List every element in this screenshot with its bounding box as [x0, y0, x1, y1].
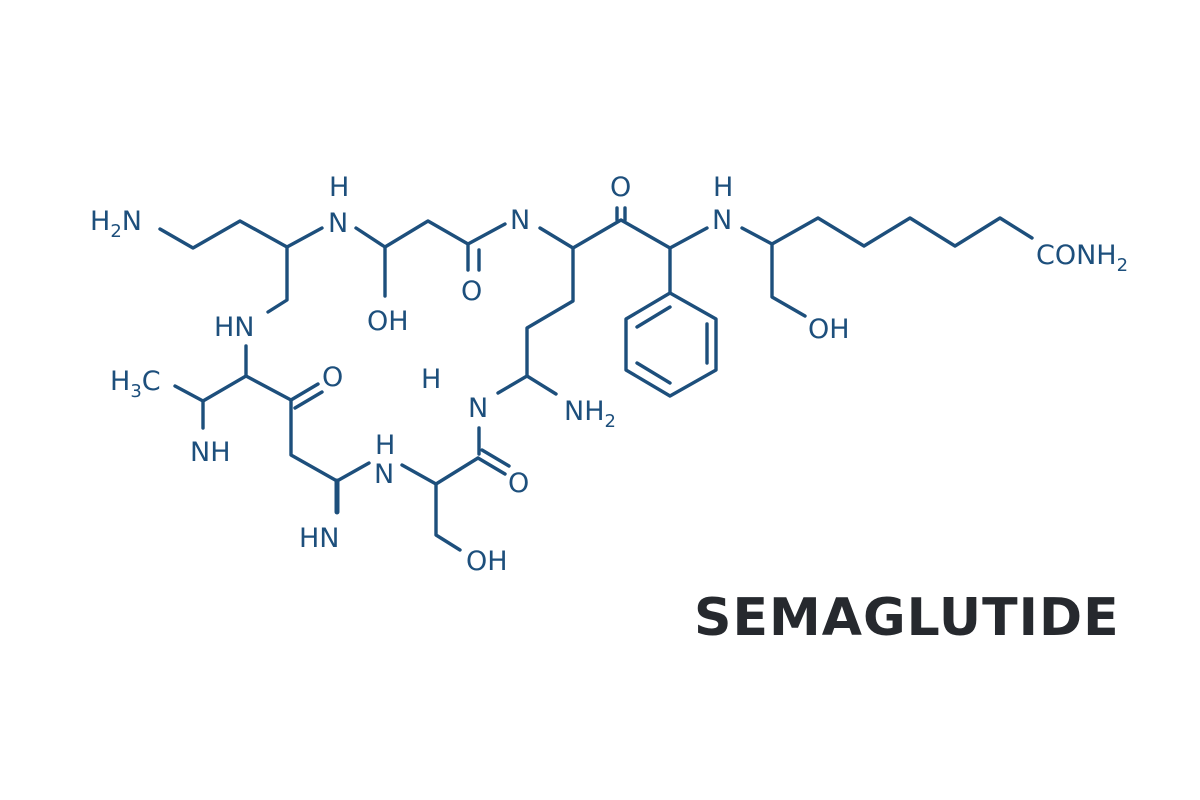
- label-o-amide1: O: [461, 276, 482, 307]
- bonds: [158, 206, 1034, 552]
- label-o-ketone-top: O: [610, 172, 631, 203]
- label-h-bottom: H: [375, 430, 395, 461]
- bond-branch-oh-right: [770, 242, 807, 318]
- atom-labels: H2N N H OH O N O N H CONH2 OH HN H3C O N…: [90, 172, 1128, 577]
- compound-name-title: SEMAGLUTIDE: [694, 588, 1120, 648]
- label-oh-bottom: OH: [466, 546, 508, 577]
- label-n-top3: N: [712, 205, 732, 236]
- bond-left-down: [289, 398, 371, 483]
- phenyl-ring: [624, 291, 718, 398]
- bond-amidine: [496, 374, 558, 396]
- label-h-mid: H: [421, 364, 441, 395]
- label-n-top2: N: [510, 205, 530, 236]
- label-n-mid: N: [468, 393, 488, 424]
- label-oh-right: OH: [808, 314, 850, 345]
- label-h3c: H3C: [110, 366, 161, 402]
- bond-ketone-left-a: [289, 382, 320, 402]
- phenyl-inner-3: [635, 361, 672, 385]
- bond-sidechain-center: [525, 246, 575, 378]
- label-conh2: CONH2: [1036, 240, 1128, 276]
- phenyl-inner-1: [635, 305, 672, 329]
- bond-chain-left: [158, 219, 324, 250]
- bond-ketone-left-b: [293, 390, 324, 410]
- label-nh-left: NH: [190, 437, 231, 468]
- bond-bottom-chain: [400, 456, 480, 486]
- label-h2n-left: H2N: [90, 206, 142, 242]
- bond-chain-center: [538, 218, 709, 250]
- label-oh-top: OH: [367, 306, 409, 337]
- bond-branch-down-left: [266, 245, 289, 314]
- label-n-bottom: N: [374, 459, 394, 490]
- label-o-amide-bottom: O: [508, 468, 529, 499]
- bond-amide-bottom-a: [476, 456, 507, 476]
- label-hn-left: HN: [214, 312, 255, 343]
- bond-chain-right: [740, 216, 1034, 248]
- bond-oh-bottom: [434, 482, 462, 552]
- label-n-top1: N: [328, 208, 348, 239]
- label-o-ketone-left: O: [322, 362, 343, 393]
- label-h-top1: H: [329, 172, 349, 203]
- label-h-top3: H: [713, 172, 733, 203]
- bond-chain-mid: [354, 219, 507, 249]
- bond-amide-bottom-b: [480, 448, 511, 468]
- label-nh2-mid: NH2: [564, 396, 616, 432]
- bond-left-chain: [173, 374, 293, 403]
- label-hn-bottom: HN: [299, 523, 340, 554]
